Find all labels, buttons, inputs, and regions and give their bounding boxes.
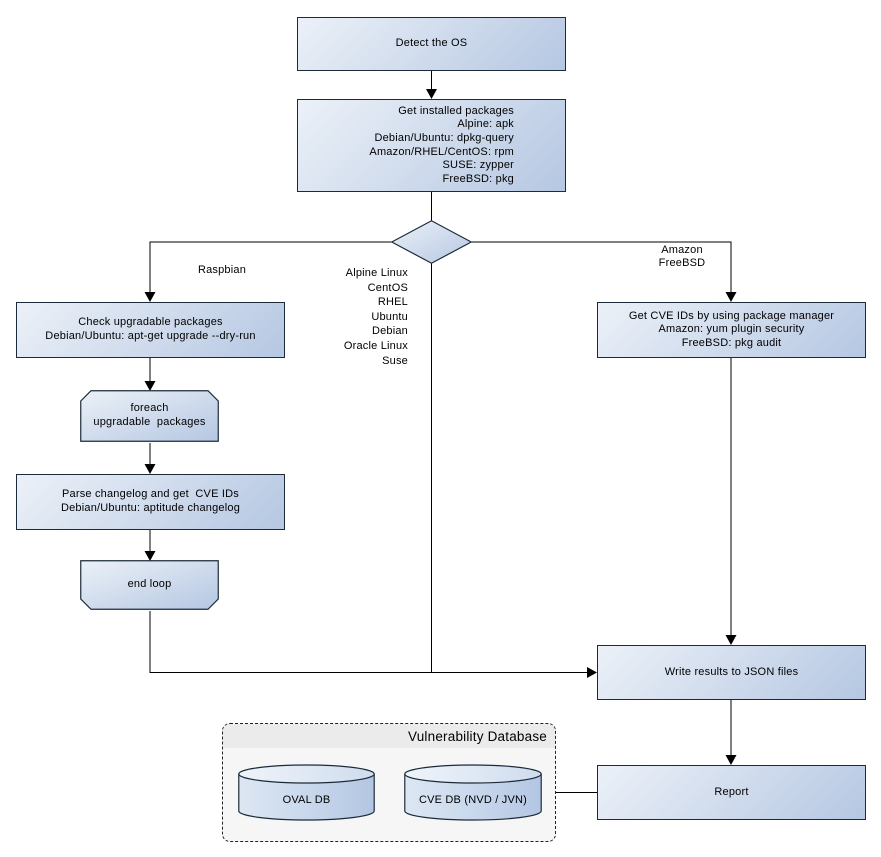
branch-label-raspbian: Raspbian (197, 264, 247, 276)
loop-start-shape-icon (80, 390, 219, 442)
vulnerability-database-title: Vulnerability Database (408, 728, 547, 744)
node-foreach-loop-start: foreach upgradable packages (80, 390, 219, 442)
branch-label-amazon-freebsd: Amazon FreeBSD (658, 244, 706, 270)
node-check-upgradable-packages: Check upgradable packages Debian/Ubuntu:… (16, 302, 285, 358)
node-detect-os: Detect the OS (297, 17, 566, 71)
node-check-upgradable-packages-label: Check upgradable packages Debian/Ubuntu:… (45, 316, 256, 342)
diamond-icon (391, 220, 472, 264)
node-write-results: Write results to JSON files (597, 645, 866, 700)
node-parse-changelog: Parse changelog and get CVE IDs Debian/U… (16, 474, 285, 530)
node-parse-changelog-label: Parse changelog and get CVE IDs Debian/U… (60, 488, 241, 514)
node-write-results-label: Write results to JSON files (664, 665, 799, 678)
database-cylinder-icon (404, 764, 542, 821)
node-get-installed-packages: Get installed packages Alpine: apk Debia… (297, 99, 566, 192)
node-get-installed-packages-label: Get installed packages Alpine: apk Debia… (369, 104, 514, 185)
node-os-decision-diamond (391, 220, 472, 264)
branch-label-os-list: Alpine Linux CentOS RHEL Ubuntu Debian O… (343, 267, 408, 367)
node-detect-os-label: Detect the OS (395, 37, 468, 50)
loop-end-shape-icon (80, 560, 219, 610)
cve-db-cylinder: CVE DB (NVD / JVN) (404, 764, 542, 821)
node-report-label: Report (714, 785, 749, 798)
node-get-cve-ids: Get CVE IDs by using package manager Ama… (597, 302, 866, 358)
node-end-loop: end loop (80, 560, 219, 610)
database-cylinder-icon (238, 764, 375, 821)
node-get-cve-ids-label: Get CVE IDs by using package manager Ama… (628, 309, 835, 349)
node-foreach-loop-label: foreach upgradable packages (93, 402, 206, 428)
node-end-loop-label: end loop (127, 578, 172, 591)
node-report: Report (597, 765, 866, 820)
oval-db-label: OVAL DB (282, 793, 331, 806)
vulnerability-database-title-band: Vulnerability Database (223, 724, 555, 748)
oval-db-cylinder: OVAL DB (238, 764, 375, 821)
vulnerability-database-container: Vulnerability Database OVAL DB CVE DB (N… (222, 723, 556, 842)
cve-db-label: CVE DB (NVD / JVN) (418, 793, 528, 806)
